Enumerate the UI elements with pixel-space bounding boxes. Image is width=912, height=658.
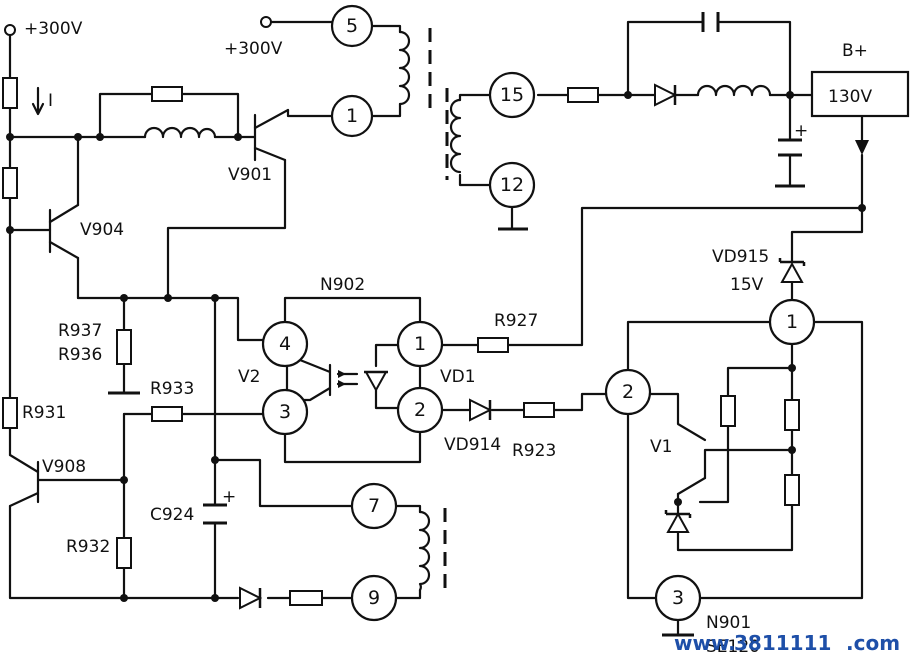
inductors <box>143 28 772 592</box>
v901-label: V901 <box>228 165 272 185</box>
pin-3-n901-label: 3 <box>672 587 684 609</box>
winding-secondary <box>449 98 462 174</box>
supply-top-label: +300V <box>224 39 283 59</box>
resistor-feedback <box>151 86 183 102</box>
n901-label: N901 <box>706 613 751 633</box>
diode-secondary <box>654 83 678 107</box>
pin-1-top-label: 1 <box>346 105 358 127</box>
n901-part-label: SE120 <box>706 637 760 657</box>
resistors <box>2 77 800 606</box>
resistor-r931 <box>2 397 18 429</box>
bplus-value: 130V <box>828 87 872 107</box>
pin-3-opto-label: 3 <box>279 401 291 423</box>
capacitors: + + <box>203 12 808 525</box>
inductor-base <box>143 126 217 139</box>
resistor-n901-c <box>784 474 800 506</box>
r933-label: R933 <box>150 379 194 399</box>
n902-label: N902 <box>320 275 365 295</box>
pin-2-opto-label: 2 <box>414 399 426 421</box>
r927-label: R927 <box>494 311 538 331</box>
winding-feedback <box>418 510 431 592</box>
supply-terminal-top <box>260 16 272 28</box>
pin-15-label: 15 <box>500 84 524 106</box>
pin-9-label: 9 <box>368 587 380 609</box>
inductor-secondary <box>696 84 772 97</box>
resistor-r927 <box>477 337 509 353</box>
supply-terminal-left <box>4 24 16 36</box>
resistor-top-left <box>2 77 18 109</box>
vd914-label: VD914 <box>444 435 501 455</box>
supply-left-label: +300V <box>24 19 83 39</box>
resistor-r923 <box>523 402 555 418</box>
watermark-number: 3811111 <box>734 631 831 655</box>
diode-vd914 <box>469 398 493 422</box>
bplus-box <box>810 70 910 118</box>
pin-1-n901-label: 1 <box>786 311 798 333</box>
component-labels: +300V +300V I V901 V904 N902 R927 VD915 … <box>22 19 872 657</box>
pin-2-n901-label: 2 <box>622 381 634 403</box>
r932-label: R932 <box>66 537 110 557</box>
resistor-r937 <box>116 329 132 365</box>
pin-7-label: 7 <box>368 495 380 517</box>
pin-12-label: 12 <box>500 174 524 196</box>
v904-label: V904 <box>80 220 124 240</box>
r937-label: R937 <box>58 321 102 341</box>
svg-text:+: + <box>222 487 236 507</box>
pin-5-label: 5 <box>346 15 358 37</box>
v908-label: V908 <box>42 457 86 477</box>
zener-vd915 <box>780 261 804 283</box>
vd915-voltage-label: 15V <box>730 275 764 295</box>
vd915-label: VD915 <box>712 247 769 267</box>
v2-label: V2 <box>238 367 260 387</box>
diode-pin9 <box>239 586 263 610</box>
c924-label: C924 <box>150 505 194 525</box>
v1-label: V1 <box>650 437 672 457</box>
current-label: I <box>48 91 53 111</box>
diodes <box>239 83 806 610</box>
resistor-n901-a <box>720 395 736 427</box>
resistor-pin9 <box>289 590 323 606</box>
resistor-n901-b <box>784 399 800 431</box>
junction-dots <box>6 91 866 602</box>
wires <box>8 20 864 637</box>
watermark-prefix: www. <box>674 631 736 655</box>
resistor-r932 <box>116 537 132 569</box>
r936-label: R936 <box>58 345 102 365</box>
zener-n901 <box>666 511 690 533</box>
svg-text:+: + <box>794 121 808 141</box>
pin-circles: 5 1 15 12 4 3 1 2 1 2 3 7 9 <box>261 4 816 622</box>
vd1-label: VD1 <box>440 367 476 387</box>
resistor-secondary <box>567 87 599 103</box>
photo-diode-vd1 <box>364 371 388 393</box>
resistor-r933 <box>151 406 183 422</box>
pin-1-opto-label: 1 <box>414 333 426 355</box>
r923-label: R923 <box>512 441 556 461</box>
resistor-left-mid <box>2 167 18 199</box>
r931-label: R931 <box>22 403 66 423</box>
bplus-label: B+ <box>842 41 868 61</box>
bplus-arrow-icon <box>855 140 869 155</box>
pin-4-label: 4 <box>279 333 291 355</box>
watermark-suffix: .com <box>846 631 900 655</box>
watermark: www. 3811111 .com <box>674 631 900 655</box>
winding-primary <box>398 30 411 106</box>
current-arrow-icon <box>31 86 45 116</box>
